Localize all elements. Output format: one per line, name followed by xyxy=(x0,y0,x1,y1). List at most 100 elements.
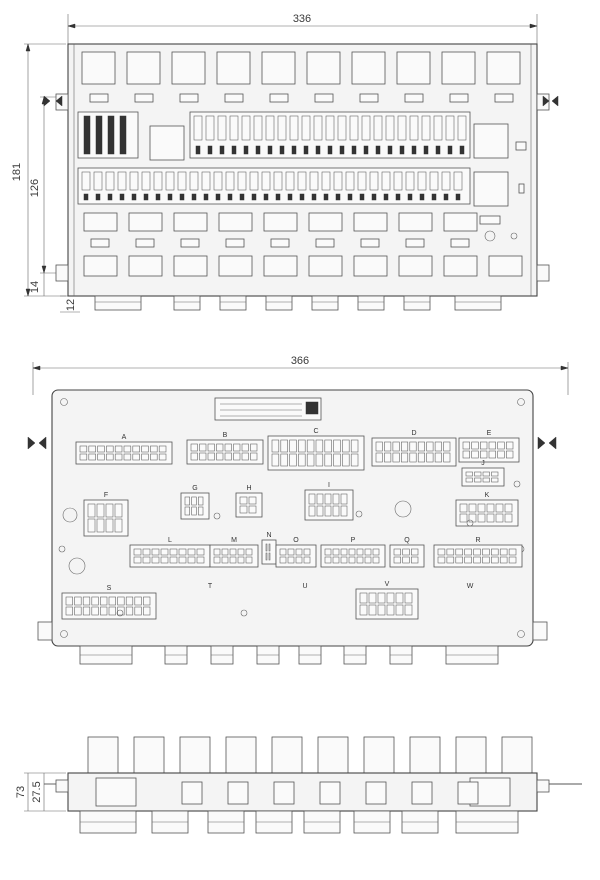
pin-slot xyxy=(426,452,434,463)
connector-label-n: N xyxy=(266,532,271,539)
fuse-slot xyxy=(385,115,395,141)
pin-slot xyxy=(342,439,350,453)
pin-slot xyxy=(96,503,105,518)
pin-slot xyxy=(384,452,392,463)
fuse-slot xyxy=(265,115,275,141)
top-height-dimension: 181 xyxy=(11,163,23,181)
pin-slot xyxy=(471,450,479,459)
middle-right-bracket-icon xyxy=(537,436,557,450)
connector-label-q: Q xyxy=(404,537,410,544)
right-hole-2 xyxy=(510,232,518,240)
lower-relay-row-1 xyxy=(83,212,478,232)
fuse-slot xyxy=(105,171,115,191)
lower-fuse xyxy=(225,238,245,248)
connector-r xyxy=(433,544,523,568)
pin-slot xyxy=(97,453,105,461)
side-relay xyxy=(409,736,441,774)
ground-stud-left xyxy=(62,507,78,523)
pin-slot xyxy=(143,596,151,606)
top-relay xyxy=(306,51,341,85)
fuse-slot xyxy=(429,171,439,191)
lower-fuse xyxy=(180,238,200,248)
screw-s-2 xyxy=(240,609,248,617)
lower-fuse xyxy=(360,238,380,248)
pin-slot xyxy=(198,496,204,506)
pin-slot xyxy=(169,548,178,556)
pin-slot xyxy=(271,439,280,453)
pin-slot xyxy=(79,453,88,461)
fuse-slot xyxy=(217,115,227,141)
pin-slot xyxy=(468,503,477,513)
pin-slot xyxy=(91,596,99,606)
pin-slot xyxy=(340,548,348,556)
pin-slot xyxy=(213,556,221,564)
pin-slot xyxy=(359,592,368,604)
side-bottom-connectors xyxy=(79,810,519,834)
pin-slot xyxy=(237,556,245,564)
bottom-connector xyxy=(219,295,247,311)
lower-fuse xyxy=(135,238,155,248)
pin-slot xyxy=(105,518,114,533)
screw-s-1 xyxy=(116,609,124,617)
connector-label-w: W xyxy=(467,583,474,590)
top-small-fuse xyxy=(224,93,244,103)
bottom-connector xyxy=(265,295,293,311)
fuse-slot xyxy=(373,115,383,141)
pin-slot xyxy=(303,548,311,556)
fuse-pin xyxy=(303,145,309,155)
fuse-slot xyxy=(81,171,91,191)
fuse-slot xyxy=(325,115,335,141)
pin-slot xyxy=(97,445,105,453)
pin-slot xyxy=(482,477,490,483)
pin-slot xyxy=(464,548,472,556)
pin-slot xyxy=(108,606,116,616)
pin-slot xyxy=(480,450,488,459)
pin-slot xyxy=(196,548,205,556)
side-inner-dimension: 27.5 xyxy=(31,781,43,802)
pin-slot xyxy=(74,606,82,616)
fuse-pin xyxy=(255,145,261,155)
top-small-fuse xyxy=(179,93,199,103)
pin-slot xyxy=(114,518,123,533)
fuse-slot xyxy=(345,171,355,191)
fuse-pin xyxy=(143,193,149,201)
pin-slot xyxy=(395,592,404,604)
fuse-pin xyxy=(431,193,437,201)
fuse-slot xyxy=(165,171,175,191)
lower-relay xyxy=(398,212,433,232)
bottom-connector xyxy=(94,295,142,311)
middle-width-dimension: 366 xyxy=(291,355,309,367)
pin-slot xyxy=(160,556,169,564)
fuse-pin xyxy=(359,193,365,201)
top-relay xyxy=(171,51,206,85)
pin-slot xyxy=(142,548,151,556)
pin-slot xyxy=(437,548,446,556)
right-relay-upper xyxy=(473,123,509,159)
connector-h xyxy=(235,492,263,518)
top-small-fuse xyxy=(134,93,154,103)
pin-slot xyxy=(298,439,306,453)
fuse-pin xyxy=(119,193,125,201)
fuse-pin xyxy=(375,145,381,155)
fuse-pin xyxy=(207,145,213,155)
pin-slot xyxy=(207,443,215,452)
top-relay xyxy=(351,51,386,85)
ground-stud-right xyxy=(394,500,412,518)
pin-slot xyxy=(491,477,499,483)
side-height-dimension: 73 xyxy=(15,786,27,798)
pin-slot xyxy=(401,452,409,463)
fuse-pin xyxy=(371,193,377,201)
screw-k xyxy=(466,519,474,527)
pin-slot xyxy=(298,453,306,467)
pin-slot xyxy=(434,452,442,463)
fuse-slot xyxy=(333,171,343,191)
pin-slot xyxy=(324,505,332,517)
connector-label-m: M xyxy=(231,537,237,544)
top-view: 336 181 126 14 12 xyxy=(11,13,559,313)
side-window xyxy=(365,781,387,805)
lower-relay xyxy=(443,255,478,277)
pin-slot xyxy=(271,453,280,467)
pin-slot xyxy=(117,596,125,606)
pin-slot xyxy=(491,471,499,477)
pin-slot xyxy=(216,452,224,461)
